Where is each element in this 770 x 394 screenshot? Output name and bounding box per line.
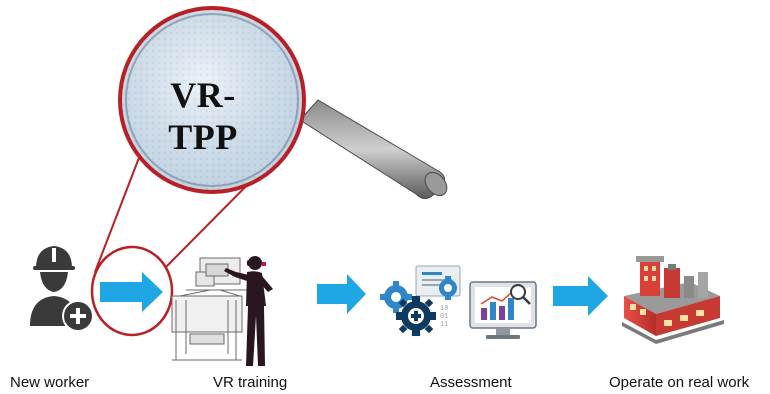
- flow-arrow-3: [553, 276, 608, 316]
- svg-text:11: 11: [440, 321, 448, 329]
- assessment-icon: 10 01 11: [380, 265, 537, 339]
- svg-text:01: 01: [440, 313, 448, 321]
- worker-add-icon: [30, 246, 94, 332]
- step-label-operate-real-work: Operate on real work: [609, 374, 750, 391]
- magnifier-title: VR-TPP: [168, 75, 238, 157]
- flow-arrow-2: [317, 274, 366, 314]
- flow-arrow-1: [100, 272, 163, 312]
- step-label-assessment: Assessment: [430, 374, 512, 391]
- vr-trainee-icon: [224, 256, 273, 366]
- magnifier-lens: [118, 6, 306, 194]
- svg-text:10: 10: [440, 305, 448, 313]
- factory-icon: [622, 256, 724, 344]
- step-label-new-worker: New worker: [10, 374, 90, 391]
- step-label-vr-training: VR training: [213, 374, 288, 391]
- magnifier-handle: [299, 99, 448, 200]
- focus-circle: [90, 245, 174, 337]
